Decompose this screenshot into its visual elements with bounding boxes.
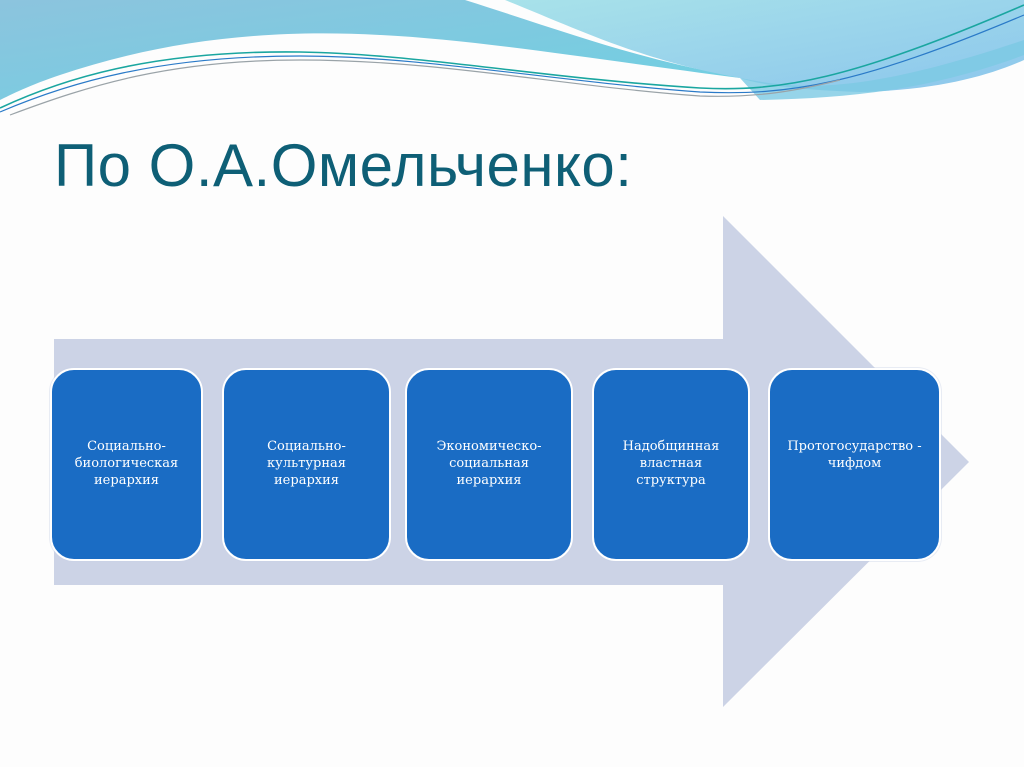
- step-box-2: Социально- культурная иерархия: [222, 368, 391, 561]
- header-wave-decoration: [0, 0, 1024, 116]
- step-box-4: Надобщинная властная структура: [592, 368, 750, 561]
- step-label: Социально- биологическая иерархия: [74, 439, 179, 488]
- step-label: Надобщинная властная структура: [622, 439, 720, 488]
- step-label: Протогосударство - чифдом: [787, 439, 922, 471]
- slide-title: По О.А.Омельченко:: [54, 132, 633, 199]
- step-box-5: Протогосударство - чифдом: [768, 368, 941, 561]
- step-box-1: Социально- биологическая иерархия: [50, 368, 203, 561]
- step-label: Социально- культурная иерархия: [267, 439, 346, 488]
- step-label: Экономическо- социальная иерархия: [436, 439, 542, 488]
- step-box-3: Экономическо- социальная иерархия: [405, 368, 573, 561]
